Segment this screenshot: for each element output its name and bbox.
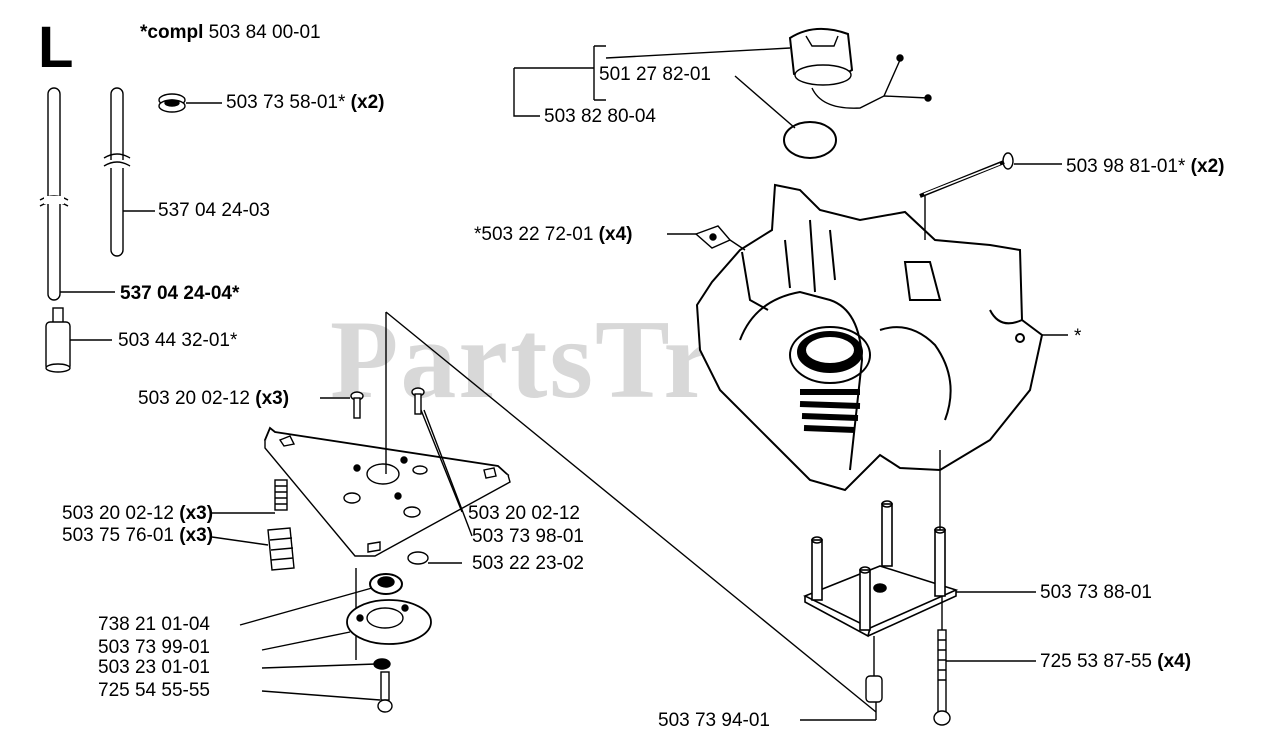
- nut: [407, 551, 429, 565]
- hub-flange: [346, 599, 432, 645]
- quantity: (x2): [1190, 156, 1225, 177]
- screw-a: [350, 391, 364, 419]
- assembly-label: *compl 503 84 00-01: [140, 22, 321, 44]
- part-number[interactable]: 503 20 02-12: [468, 503, 580, 524]
- part-number[interactable]: 725 53 87-55: [1040, 651, 1152, 672]
- part-number[interactable]: 738 21 01-04: [98, 614, 210, 635]
- quantity: (x3): [179, 503, 214, 524]
- part-number[interactable]: 725 54 55-55: [98, 680, 210, 701]
- part-number[interactable]: 537 04 24-03: [158, 200, 270, 221]
- fuel-filter: [45, 307, 71, 373]
- quantity: (x4): [1157, 651, 1192, 672]
- part-number[interactable]: 503 20 02-12: [62, 503, 174, 524]
- part-number[interactable]: 503 82 80-04: [544, 106, 656, 127]
- part-number[interactable]: 503 73 94-01: [658, 710, 770, 731]
- part-number[interactable]: 503 75 76-01: [62, 525, 174, 546]
- quantity: (x2): [350, 92, 385, 113]
- quantity: (x4): [598, 224, 633, 245]
- part-number[interactable]: 537 04 24-04*: [120, 283, 240, 304]
- mount-bolt: [933, 629, 951, 726]
- engine-mount: [803, 500, 959, 638]
- part-label: 503 20 02-12 (x3): [138, 388, 289, 410]
- part-number[interactable]: 503 20 02-12: [138, 388, 250, 409]
- spacer: [865, 675, 883, 703]
- part-number[interactable]: 503 73 88-01: [1040, 582, 1152, 603]
- assembly-marker: *: [1074, 326, 1082, 347]
- part-label: 503 98 81-01* (x2): [1066, 156, 1224, 178]
- quantity: (x3): [179, 525, 214, 546]
- part-number[interactable]: 503 44 32-01*: [118, 330, 238, 351]
- mounting-plate: [263, 426, 511, 557]
- part-number[interactable]: 503 73 98-01: [472, 526, 584, 547]
- o-ring: [783, 121, 837, 159]
- crankcase-bolt: [919, 152, 1014, 198]
- screw-bottom: [377, 671, 393, 713]
- part-label: 503 75 76-01 (x3): [62, 525, 213, 547]
- fuel-hose-short: [103, 87, 131, 257]
- part-number[interactable]: 503 23 01-01: [98, 657, 210, 678]
- fuel-hose-long: [39, 87, 69, 301]
- grommet: [158, 93, 186, 113]
- screw-b: [411, 387, 425, 415]
- part-number[interactable]: 503 73 99-01: [98, 637, 210, 658]
- part-number[interactable]: 503 73 58-01*: [226, 92, 346, 113]
- part-number[interactable]: 503 22 23-02: [472, 553, 584, 574]
- washer: [373, 658, 391, 670]
- part-label: 725 53 87-55 (x4): [1040, 651, 1191, 673]
- clip-nut: [694, 225, 732, 249]
- part-label: 503 73 58-01* (x2): [226, 92, 384, 114]
- part-number[interactable]: *503 22 72-01: [474, 224, 594, 245]
- section-letter: L: [38, 15, 74, 80]
- part-label: *503 22 72-01 (x4): [474, 224, 632, 246]
- part-number[interactable]: 501 27 82-01: [599, 64, 711, 85]
- stud: [274, 479, 288, 511]
- part-number[interactable]: 503 98 81-01*: [1066, 156, 1186, 177]
- quantity: (x3): [255, 388, 290, 409]
- fuel-cap: [788, 27, 932, 109]
- part-label: 503 20 02-12 (x3): [62, 503, 213, 525]
- crankcase: [695, 183, 1044, 492]
- assembly-part-number[interactable]: 503 84 00-01: [208, 22, 321, 43]
- bushing: [267, 527, 295, 571]
- compl-prefix: *compl: [140, 22, 204, 43]
- bearing: [369, 573, 403, 595]
